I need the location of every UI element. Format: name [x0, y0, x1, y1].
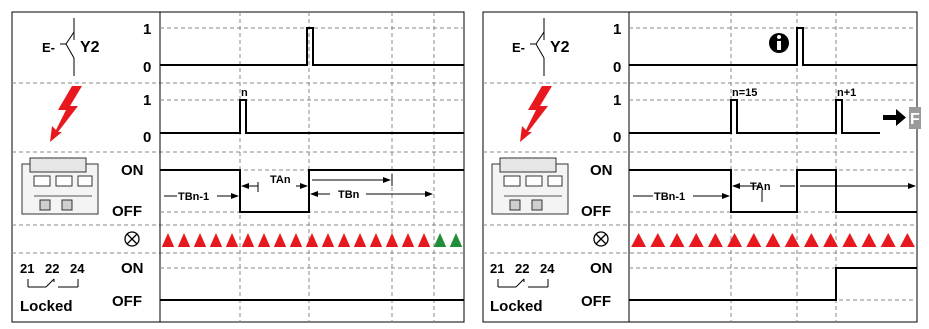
left-alarm-triangle [353, 233, 367, 247]
left-alarm-triangle [433, 233, 447, 247]
right-breaker-off: OFF [581, 203, 611, 220]
lamp-cross-icon-right [593, 231, 609, 247]
left-alarm-triangle [337, 233, 351, 247]
right-alarm-triangle [707, 233, 723, 247]
left-surge-signal [160, 99, 464, 134]
left-panel-frame [11, 11, 465, 323]
left-alarm-triangle [225, 233, 239, 247]
right-surge-low: 0 [613, 129, 621, 146]
right-surge-signal [629, 99, 880, 134]
right-alarm-triangle [803, 233, 819, 247]
right-alarm-triangle [650, 233, 666, 247]
right-alarm-triangle [880, 233, 896, 247]
left-alarm-triangle [385, 233, 399, 247]
left-alarm-triangle [161, 233, 175, 247]
right-alarm-triangle [688, 233, 704, 247]
left-tbn1-label: TBn-1 [178, 191, 209, 203]
left-alarm-triangle [257, 233, 271, 247]
coil-prefix: E- [42, 40, 55, 55]
right-coil-low: 0 [613, 59, 621, 76]
right-panel-frame [482, 11, 918, 323]
left-alarm-triangle [241, 233, 255, 247]
right-breaker-on: ON [590, 162, 613, 179]
left-breaker-signal [160, 169, 464, 213]
right-surge-high: 1 [613, 92, 621, 109]
right-coil-signal [629, 27, 917, 66]
right-surge-label-n1: n+1 [837, 87, 856, 99]
right-surge-label-n15: n=15 [732, 87, 757, 99]
right-contact-off: OFF [581, 293, 611, 310]
left-alarm-triangle [321, 233, 335, 247]
left-panel: E- Y2 1 0 1 0 n ON OFF [11, 11, 465, 323]
contact-num-24: 24 [70, 261, 85, 276]
right-alarm-triangle [784, 233, 800, 247]
right-locked-label: Locked [490, 298, 543, 315]
coil-prefix-right: E- [512, 40, 525, 55]
info-circle-icon [769, 33, 789, 53]
left-alarm-triangle [417, 233, 431, 247]
left-alarm-triangles [161, 233, 463, 247]
left-tan-label: TAn [270, 174, 291, 186]
right-alarm-triangle [746, 233, 762, 247]
lightning-bolt-icon-right [520, 86, 552, 142]
circuit-breaker-icon [21, 157, 99, 215]
right-alarm-triangle [842, 233, 858, 247]
cut-marker-letter: F [910, 111, 920, 128]
left-alarm-triangle [273, 233, 287, 247]
right-alarm-triangle [631, 233, 647, 247]
contact-num-21-right: 21 [490, 261, 504, 276]
cut-marker: F [909, 107, 921, 129]
right-alarm-triangle [823, 233, 839, 247]
lightning-bolt-icon [50, 86, 82, 142]
left-contact-off: OFF [112, 293, 142, 310]
right-breaker-signal [629, 169, 917, 213]
right-coil-high: 1 [613, 21, 621, 38]
auxiliary-contact-icon-right: 21 22 24 [490, 261, 555, 288]
right-alarm-triangle [765, 233, 781, 247]
left-alarm-triangle [289, 233, 303, 247]
left-breaker-on: ON [121, 162, 144, 179]
left-alarm-triangle [305, 233, 319, 247]
right-contact-signal [629, 267, 917, 301]
left-coil-symbol: E- Y2 [42, 18, 100, 76]
left-surge-low: 0 [143, 129, 151, 146]
contact-num-21: 21 [20, 261, 34, 276]
left-alarm-triangle [449, 233, 463, 247]
right-alarm-triangle [727, 233, 743, 247]
auxiliary-contact-icon: 21 22 24 [20, 261, 85, 288]
left-breaker-off: OFF [112, 203, 142, 220]
right-panel: E- Y2 1 0 1 0 n=15 n+1 F [482, 11, 921, 323]
left-coil-signal [160, 27, 464, 66]
arrow-right-icon [883, 109, 906, 126]
circuit-breaker-icon-right [491, 157, 569, 215]
left-alarm-triangle [401, 233, 415, 247]
contact-num-24-right: 24 [540, 261, 555, 276]
left-coil-high: 1 [143, 21, 151, 38]
right-alarm-triangles [631, 233, 915, 247]
left-tbn-label: TBn [338, 189, 360, 201]
left-alarm-triangle [369, 233, 383, 247]
left-alarm-triangle [209, 233, 223, 247]
right-tan-label: TAn [750, 181, 771, 193]
left-surge-label: n [241, 87, 248, 99]
left-alarm-triangle [193, 233, 207, 247]
left-contact-on: ON [121, 260, 144, 277]
right-tbn1-label: TBn-1 [654, 191, 685, 203]
left-alarm-triangle [177, 233, 191, 247]
contact-num-22-right: 22 [515, 261, 529, 276]
contact-num-22: 22 [45, 261, 59, 276]
left-coil-low: 0 [143, 59, 151, 76]
right-alarm-triangle [861, 233, 877, 247]
lamp-cross-icon [124, 231, 140, 247]
right-contact-on: ON [590, 260, 613, 277]
left-surge-high: 1 [143, 92, 151, 109]
left-locked-label: Locked [20, 298, 73, 315]
right-alarm-triangle [899, 233, 915, 247]
right-alarm-triangle [669, 233, 685, 247]
coil-label-right: Y2 [550, 39, 570, 56]
right-coil-symbol: E- Y2 [512, 18, 570, 76]
coil-label: Y2 [80, 39, 100, 56]
